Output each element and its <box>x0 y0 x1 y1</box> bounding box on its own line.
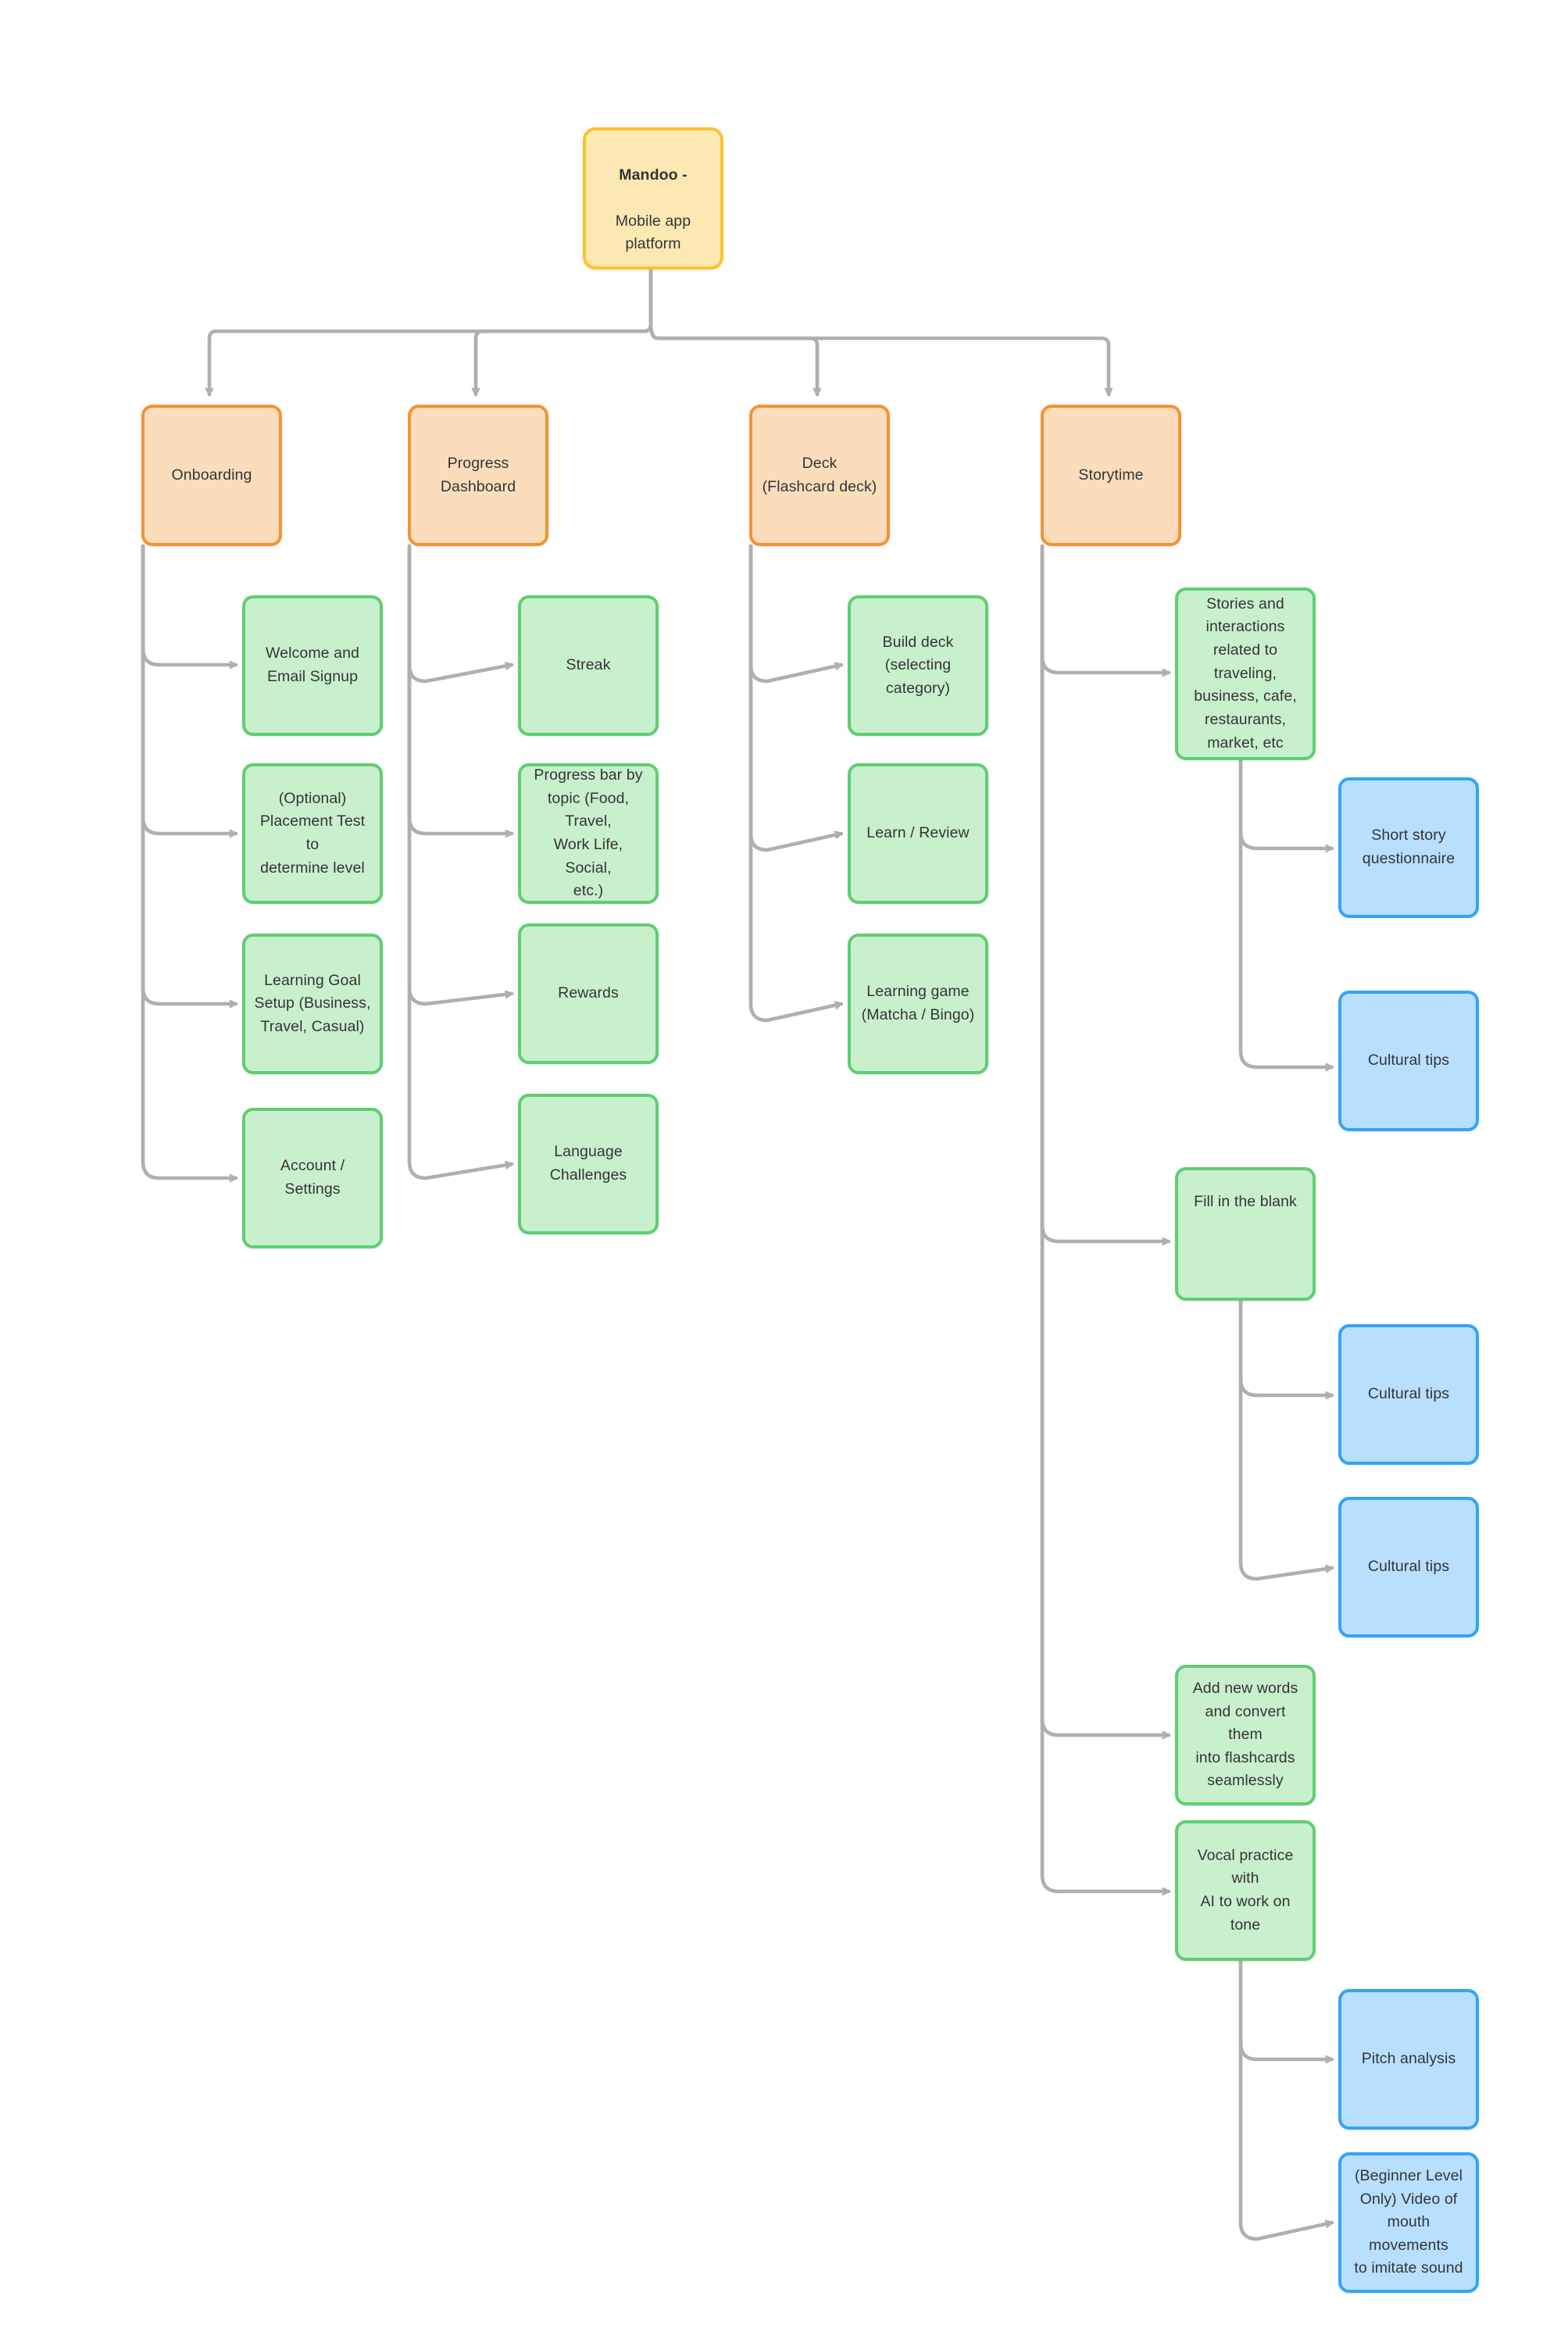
node-build-deck[interactable]: Build deck (selecting category) <box>848 595 988 736</box>
node-cultural-tips-fill-2[interactable]: Cultural tips <box>1338 1497 1479 1637</box>
node-mouth-movement-video[interactable]: (Beginner Level Only) Video of mouth mov… <box>1338 2152 1479 2293</box>
node-learning-goal-setup[interactable]: Learning Goal Setup (Business, Travel, C… <box>242 934 383 1074</box>
root-label: Mandoo - Mobile app platform <box>616 141 691 256</box>
root-label-line2: Mobile app platform <box>615 212 691 253</box>
node-section-storytime[interactable]: Storytime <box>1041 405 1181 546</box>
node-add-new-words[interactable]: Add new words and convert them into flas… <box>1175 1665 1316 1805</box>
node-section-onboarding[interactable]: Onboarding <box>141 405 282 546</box>
node-section-progress-dashboard[interactable]: Progress Dashboard <box>408 405 548 546</box>
node-welcome-email-signup[interactable]: Welcome and Email Signup <box>242 595 383 736</box>
node-learning-game[interactable]: Learning game (Matcha / Bingo) <box>848 934 988 1074</box>
node-progress-bar-by-topic[interactable]: Progress bar by topic (Food, Travel, Wor… <box>518 763 659 904</box>
node-streak[interactable]: Streak <box>518 595 659 736</box>
node-learn-review[interactable]: Learn / Review <box>848 763 988 904</box>
root-label-line1: Mandoo - <box>619 166 688 184</box>
node-pitch-analysis[interactable]: Pitch analysis <box>1338 1989 1479 2130</box>
node-rewards[interactable]: Rewards <box>518 923 659 1064</box>
node-root[interactable]: Mandoo - Mobile app platform <box>583 127 723 270</box>
node-language-challenges[interactable]: Language Challenges <box>518 1094 659 1234</box>
node-placement-test[interactable]: (Optional) Placement Test to determine l… <box>242 763 383 904</box>
node-section-deck[interactable]: Deck (Flashcard deck) <box>749 405 890 546</box>
node-stories-and-interactions[interactable]: Stories and interactions related to trav… <box>1175 587 1316 760</box>
node-cultural-tips-stories[interactable]: Cultural tips <box>1338 991 1479 1131</box>
node-short-story-questionnaire[interactable]: Short story questionnaire <box>1338 777 1479 918</box>
node-cultural-tips-fill-1[interactable]: Cultural tips <box>1338 1324 1479 1465</box>
node-fill-in-the-blank[interactable]: Fill in the blank <box>1175 1167 1316 1301</box>
node-vocal-practice-ai[interactable]: Vocal practice with AI to work on tone <box>1175 1820 1316 1961</box>
node-account-settings[interactable]: Account / Settings <box>242 1108 383 1248</box>
